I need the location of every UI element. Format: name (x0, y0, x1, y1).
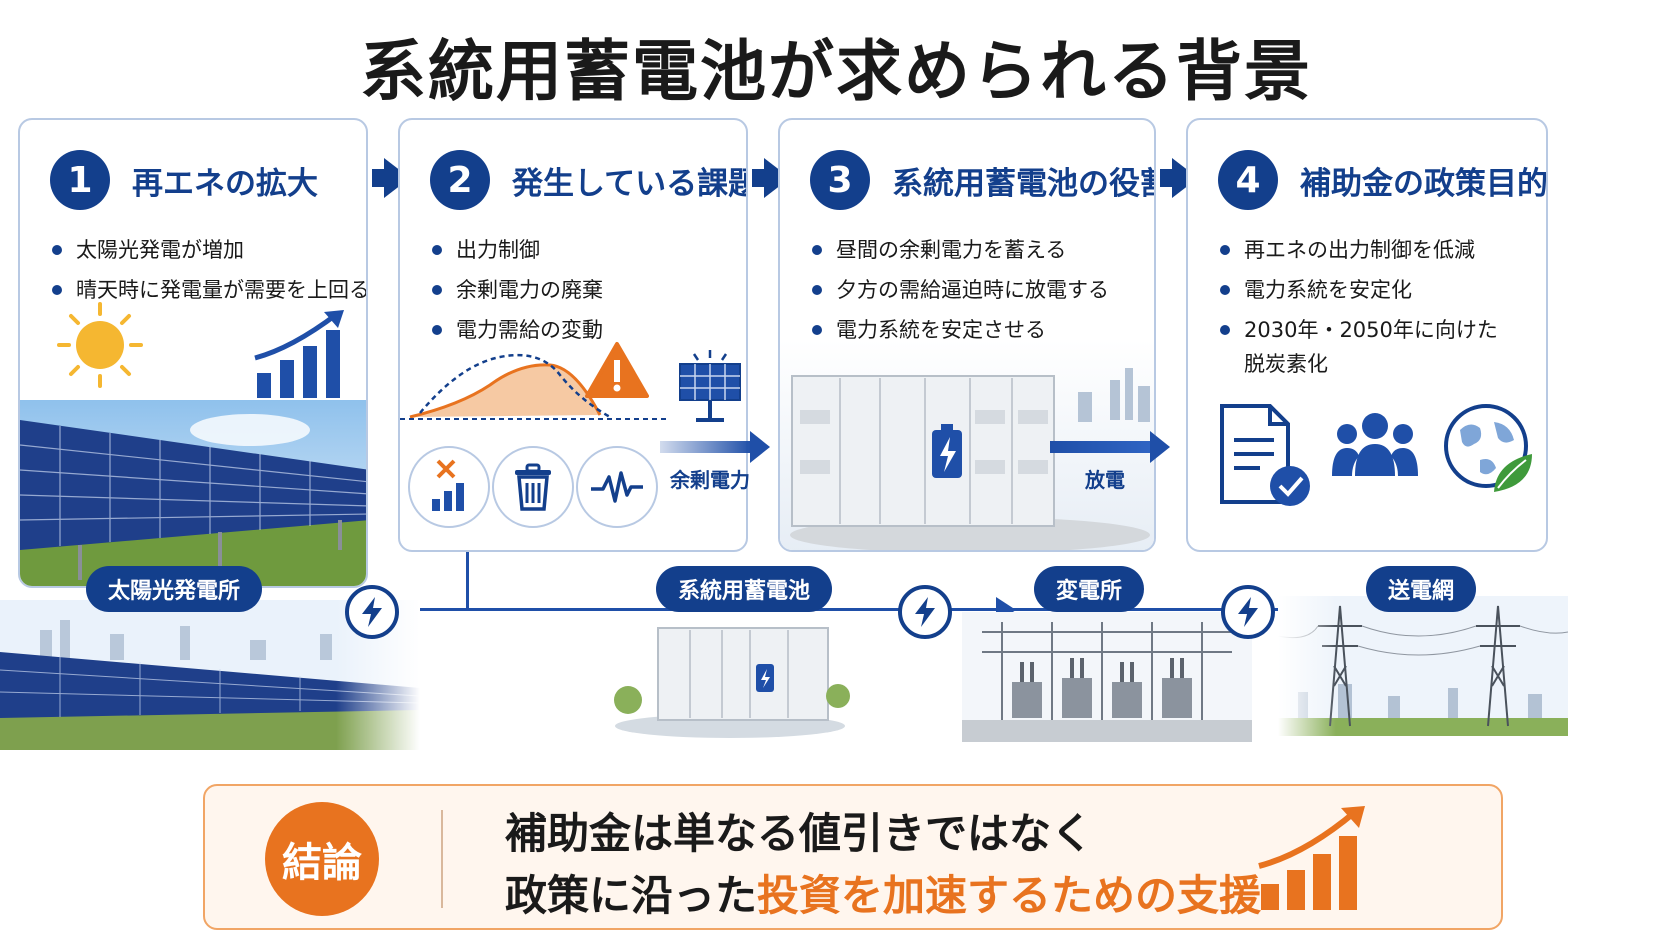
cancel-chart-icon (408, 446, 490, 528)
discharge-flow-arrow (1050, 441, 1154, 453)
lightning-icon (345, 585, 399, 639)
solar-panel-icon (679, 350, 741, 422)
bullet-item: 晴天時に発電量が需要を上回る (50, 270, 366, 310)
step-number: 1 (50, 150, 110, 210)
surplus-label: 余剰電力 (670, 468, 750, 492)
chip-grid-battery: 系統用蓄電池 (656, 566, 833, 612)
transmission-tower-image (1278, 596, 1568, 736)
discharge-flow-arrowhead-icon (1150, 431, 1170, 463)
conclusion-badge: 結論 (265, 802, 379, 916)
connector-vertical (466, 552, 469, 610)
card-title: 再エネの拡大 (132, 165, 318, 202)
trash-icon (492, 446, 574, 528)
conclusion-text-plain: 政策に沿った (505, 871, 758, 920)
step-number: 3 (810, 150, 870, 210)
chip-substation: 変電所 (1034, 566, 1145, 612)
growth-chart-icon (254, 310, 344, 398)
page-title: 系統用蓄電池が求められる背景 (360, 33, 1312, 110)
solar-plant-image (0, 600, 420, 750)
divider (441, 810, 443, 908)
bullet-item: 太陽光発電が増加 (50, 230, 366, 270)
conclusion-line-1: 補助金は単なる値引きではなく (505, 809, 1094, 858)
card-title: 発生している課題 (512, 165, 748, 202)
card-subsidy-purpose: 4 補助金の政策目的 再エネの出力制御を低減 電力系統を安定化 2030年・20… (1186, 118, 1548, 552)
growth-chart-icon (1258, 806, 1365, 910)
lightning-icon (898, 585, 952, 639)
discharge-label: 放電 (1085, 468, 1125, 492)
bullet-item: 2030年・2050年に向けた脱炭素化 (1218, 310, 1508, 381)
card-renewable-expansion: 1 再エネの拡大 太陽光発電が増加 晴天時に発電量が需要を上回る (18, 118, 368, 588)
card-title: 補助金の政策目的 (1300, 165, 1548, 202)
lightning-icon (1221, 585, 1275, 639)
document-check-icon (1220, 404, 1310, 506)
bullet-item: 昼間の余剰電力を蓄える (810, 230, 1109, 270)
surplus-flow-arrow (660, 441, 752, 453)
conclusion-box: 結論 補助金は単なる値引きではなく 政策に沿った投資を加速するための支援 (203, 784, 1503, 930)
card-issues: 2 発生している課題 出力制御 余剰電力の廃棄 電力需給の変動 (398, 118, 748, 552)
chip-solar-plant: 太陽光発電所 (86, 566, 263, 612)
bullet-item: 再エネの出力制御を低減 (1218, 230, 1518, 270)
bullet-item: 電力系統を安定させる (810, 310, 1109, 350)
fluctuation-icon (576, 446, 658, 528)
step-number: 4 (1218, 150, 1278, 210)
bullet-item: 夕方の需給逼迫時に放電する (810, 270, 1109, 310)
card-battery-role: 3 系統用蓄電池の役割 昼間の余剰電力を蓄える 夕方の需給逼迫時に放電する 電力… (778, 118, 1156, 552)
solar-farm-image (20, 400, 366, 586)
bullet-item: 電力需給の変動 (430, 310, 603, 350)
bullet-item: 出力制御 (430, 230, 603, 270)
battery-small-image (614, 627, 850, 738)
flow-arrow-stem (752, 169, 766, 187)
globe-leaf-icon (1444, 404, 1532, 492)
conclusion-text-highlight: 投資を加速するための支援 (757, 871, 1262, 920)
surplus-flow-arrowhead-icon (750, 431, 770, 463)
bullet-list: 昼間の余剰電力を蓄える 夕方の需給逼迫時に放電する 電力系統を安定させる (810, 230, 1109, 350)
step-number: 2 (430, 150, 490, 210)
chip-transmission-grid: 送電網 (1366, 566, 1477, 612)
sun-icon (57, 302, 143, 388)
conclusion-line-2: 政策に沿った投資を加速するための支援 (505, 862, 1261, 923)
warning-icon (585, 342, 649, 398)
flow-arrow-stem (372, 169, 386, 187)
bullet-list: 再エネの出力制御を低減 電力系統を安定化 2030年・2050年に向けた脱炭素化 (1218, 230, 1518, 381)
card-title: 系統用蓄電池の役割 (892, 165, 1156, 202)
bullet-item: 余剰電力の廃棄 (430, 270, 603, 310)
supply-demand-curve-icon (400, 353, 670, 420)
bullet-list: 太陽光発電が増加 晴天時に発電量が需要を上回る (50, 230, 366, 310)
substation-image (962, 612, 1252, 742)
people-icon (1332, 413, 1418, 476)
bullet-item: 電力系統を安定化 (1218, 270, 1518, 310)
flow-arrow-stem (1160, 169, 1174, 187)
bullet-list: 出力制御 余剰電力の廃棄 電力需給の変動 (430, 230, 603, 350)
